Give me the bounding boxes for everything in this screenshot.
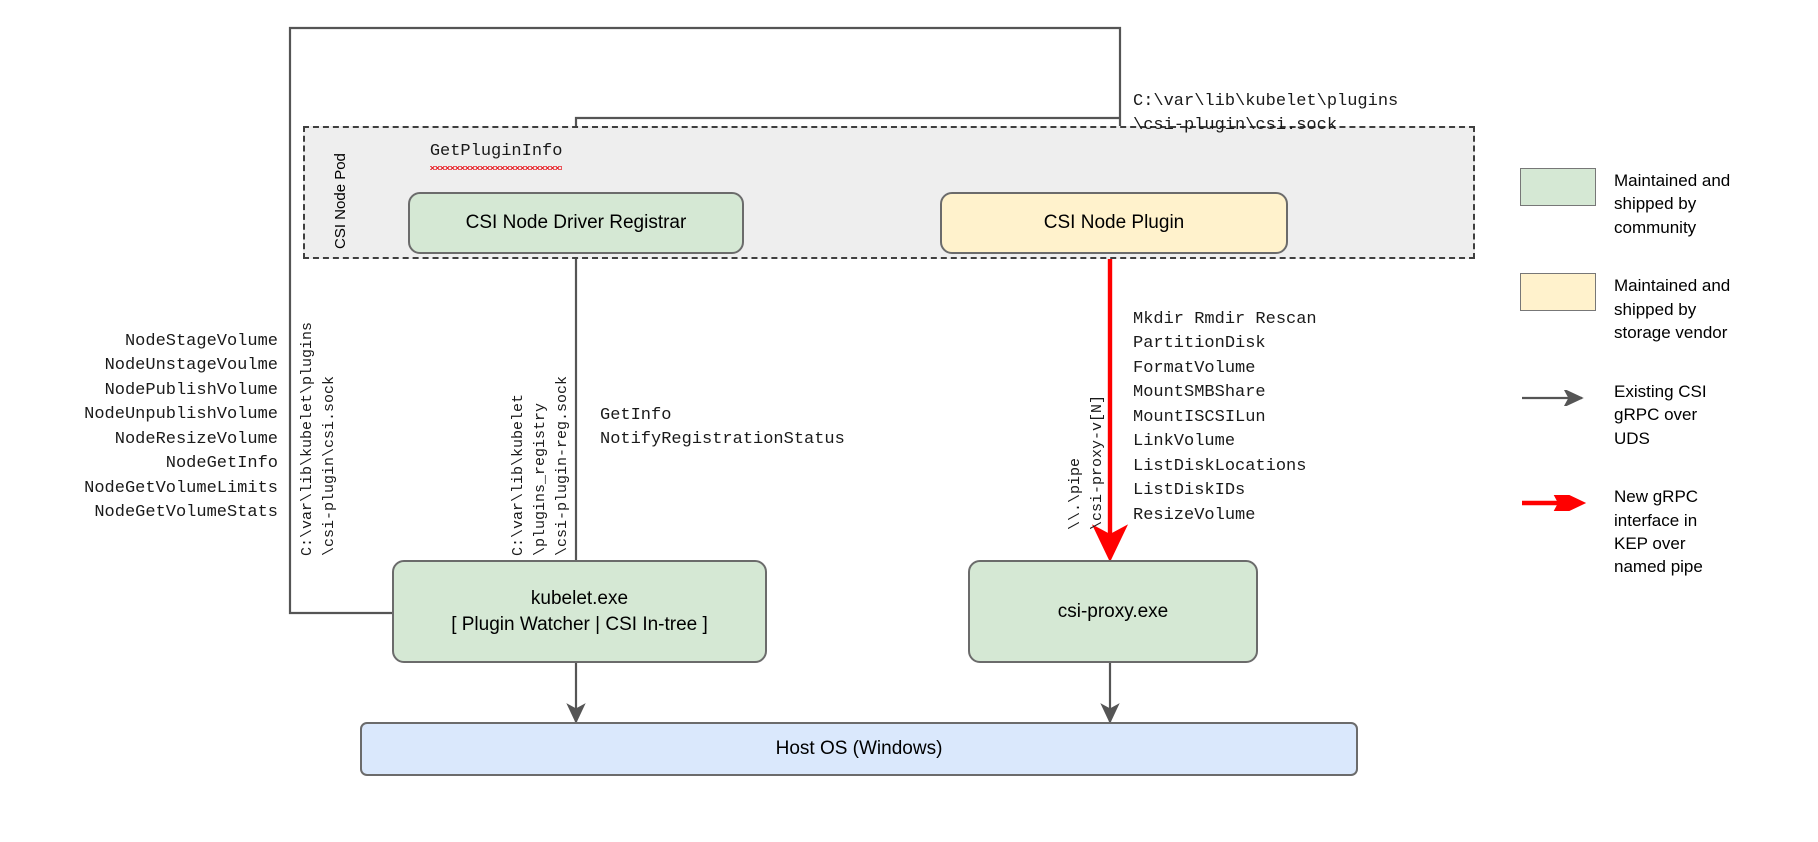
legend-arrow-gray-icon	[1520, 379, 1596, 417]
legend-item-storage-vendor: Maintained and shipped by storage vendor	[1520, 273, 1810, 344]
csi-node-pod-label: CSI Node Pod	[332, 153, 349, 249]
label-registry-socket-path: C:\var\lib\kubelet \plugins_registry \cs…	[510, 375, 571, 556]
node-csi-node-plugin[interactable]: CSI Node Plugin	[940, 192, 1288, 254]
label-registration-calls: GetInfo NotifyRegistrationStatus	[600, 406, 845, 450]
node-csi-node-driver-registrar[interactable]: CSI Node Driver Registrar	[408, 192, 744, 254]
label-csi-proxy-api-calls: Mkdir Rmdir Rescan PartitionDisk FormatV…	[1133, 310, 1317, 525]
label-kubelet-csi-socket-path: C:\var\lib\kubelet\plugins \csi-plugin\c…	[299, 321, 338, 556]
red-arrow-icon	[1522, 495, 1587, 512]
gray-arrow-icon	[1522, 389, 1584, 406]
node-host-os[interactable]: Host OS (Windows)	[360, 722, 1358, 776]
legend-item-new-grpc-kep: New gRPC interface in KEP over named pip…	[1520, 484, 1810, 579]
legend-swatch-storage-vendor	[1520, 273, 1596, 312]
legend-item-existing-csi-grpc: Existing CSI gRPC over UDS	[1520, 379, 1810, 450]
legend-swatch-community	[1520, 168, 1596, 206]
label-get-plugin-info: GetPluginInfo	[389, 116, 562, 189]
legend-item-community: Maintained and shipped by community	[1520, 168, 1810, 239]
node-csi-proxy-exe[interactable]: csi-proxy.exe	[968, 560, 1258, 663]
legend: Maintained and shipped by community Main…	[1520, 168, 1810, 613]
legend-arrow-red-icon	[1520, 484, 1596, 522]
label-node-plugin-socket-path: C:\var\lib\kubelet\plugins \csi-plugin\c…	[1133, 92, 1399, 136]
legend-label-storage-vendor: Maintained and shipped by storage vendor	[1614, 276, 1731, 343]
node-kubelet-exe[interactable]: kubelet.exe [ Plugin Watcher | CSI In-tr…	[392, 560, 767, 663]
label-csi-node-api-calls: NodeStageVolume NodeUnstageVoulme NodePu…	[84, 332, 278, 523]
legend-label-existing-csi-grpc: Existing CSI gRPC over UDS	[1614, 381, 1707, 448]
label-named-pipe-path: \\.\pipe \csi-proxy-v[N]	[1067, 394, 1106, 530]
legend-label-community: Maintained and shipped by community	[1614, 171, 1731, 237]
get-plugin-info-text: GetPluginInfo	[429, 140, 562, 171]
legend-label-new-grpc-kep: New gRPC interface in KEP over named pip…	[1614, 487, 1703, 577]
